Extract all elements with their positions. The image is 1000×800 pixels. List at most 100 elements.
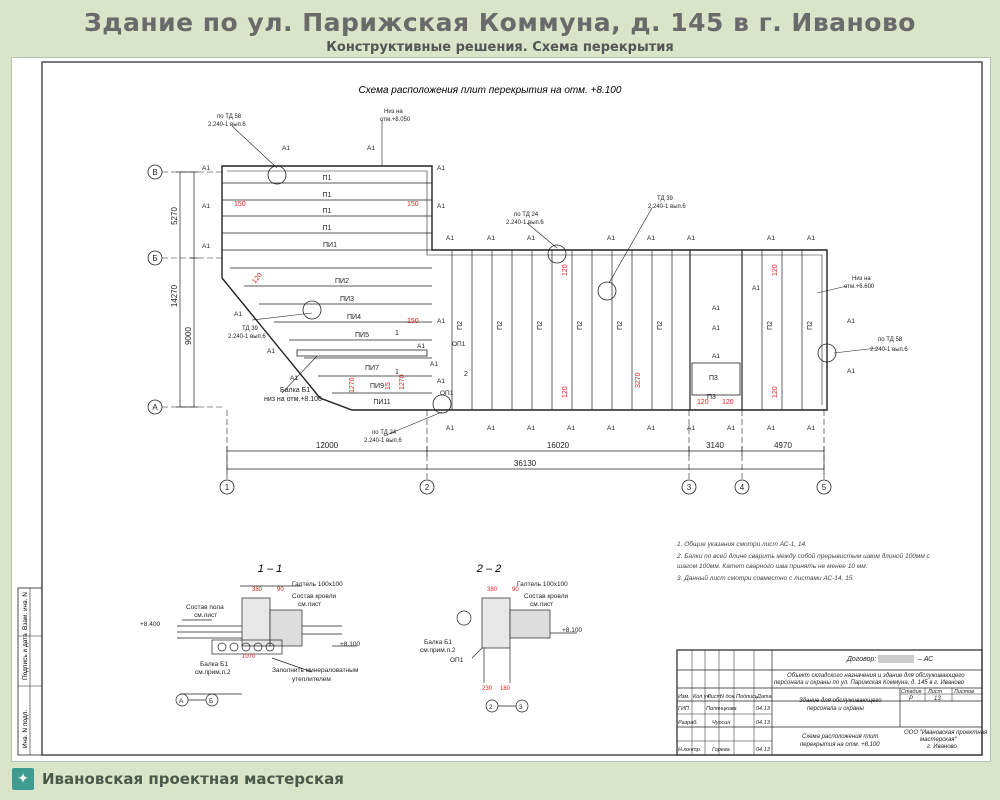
anchor-label: А1 xyxy=(446,425,454,432)
stamp-header: N док. xyxy=(720,694,736,700)
axis-label-2: 2 xyxy=(425,483,430,492)
ref-text: ТД 39 xyxy=(657,196,674,202)
side-label-sign: Подпись и дата xyxy=(22,633,29,680)
anchor-label: А1 xyxy=(687,425,695,432)
stamp-object: Объект складского назначения и здание дл… xyxy=(787,673,965,679)
axis-label-v: В xyxy=(152,168,157,177)
section1-roof2: см.лист xyxy=(298,601,321,608)
section1-axis-b: Б xyxy=(209,698,213,705)
anchor-label: А1 xyxy=(430,361,438,368)
section1-floor2: см.лист xyxy=(194,612,217,619)
anchor-label: А1 xyxy=(437,203,445,210)
section2-beam2: см.прим.п.2 xyxy=(420,647,456,654)
stamp-object2: персонала и охраны по ул. Парижская Комм… xyxy=(774,680,965,686)
anchor-label: А1 xyxy=(234,311,242,318)
ref-text: ТД 39 xyxy=(242,326,259,332)
anchor-label: А1 xyxy=(437,378,445,385)
section1-fill2: утеплителем xyxy=(292,676,331,683)
dim-4970: 4970 xyxy=(774,441,792,450)
section1-fill: Заполнить минераловатным xyxy=(272,667,359,674)
slab-label: ПИ2 xyxy=(335,278,349,285)
section2-roof: Состав кровли xyxy=(524,593,569,600)
slab-label: П1 xyxy=(323,175,332,182)
red-dim: 150 xyxy=(407,201,419,208)
opl-label: ОП1 xyxy=(452,341,466,348)
opl-label: ОП1 xyxy=(440,390,454,397)
note-1: 1. Общие указания смотри лист АС-1, 14. xyxy=(677,540,807,548)
stamp-building: Здание для обслуживающего xyxy=(799,698,882,704)
stamp-contract-suffix: – АС xyxy=(917,656,934,663)
company-logo-icon: ✦ xyxy=(12,768,34,790)
anchor-label: А1 xyxy=(687,235,695,242)
stamp-org2: мастерская" xyxy=(920,737,957,743)
slab-label: ПИ9 xyxy=(370,383,384,390)
stamp-header: Дата xyxy=(756,694,772,700)
side-label-inv: Инв. N подл. xyxy=(22,710,29,748)
stamp-org3: г. Иваново xyxy=(927,744,958,750)
section-2-2: 2 – 2 Галтель 100х100 Состав кровли см.л… xyxy=(420,563,582,713)
ref-text: 2.240-1 вып.6 xyxy=(506,220,544,226)
red-dim: 150 xyxy=(234,201,246,208)
note-2b: шагом 100мм. Катет сварного шва принять … xyxy=(677,563,868,570)
stamp-stage: Р xyxy=(909,696,913,702)
section2-opl: ОП1 xyxy=(450,657,464,664)
section2-dim: 180 xyxy=(500,686,511,692)
anchor-label: А1 xyxy=(647,425,655,432)
section2-beam: Балка Б1 xyxy=(424,639,452,646)
stamp-name: Полянцкова xyxy=(706,706,737,712)
anchor-label: А1 xyxy=(290,375,298,382)
slab-label: ПИ7 xyxy=(365,365,379,372)
section1-beam2: см.прим.п.2 xyxy=(195,669,231,676)
anchor-label: А1 xyxy=(527,235,535,242)
section1-level-top: +8.400 xyxy=(140,621,160,628)
section-mark: 1 xyxy=(395,369,399,376)
stamp-role: ГИП xyxy=(678,706,689,712)
anchor-label: А1 xyxy=(807,235,815,242)
red-dim: 120 xyxy=(772,264,779,276)
note-2: 2. Балки по всей длине сварить между соб… xyxy=(676,552,931,560)
sheet-frame xyxy=(41,61,983,756)
section2-axis-2: 2 xyxy=(489,704,493,711)
section2-galtel: Галтель 100х100 xyxy=(517,581,568,588)
stamp-building2: персонала и охраны xyxy=(807,706,864,712)
slab-label-p2: П2 xyxy=(577,321,584,330)
section1-level-bottom: +8.100 xyxy=(340,641,360,648)
anchor-label: А1 xyxy=(267,348,275,355)
anchor-label: А1 xyxy=(752,285,760,292)
ref-text: отм.+6.600 xyxy=(844,284,875,290)
ref-text: по ТД 24 xyxy=(372,430,397,436)
slab-label: ПИ3 xyxy=(340,296,354,303)
anchor-label: А1 xyxy=(607,235,615,242)
stamp-role: Н.контр. xyxy=(678,747,701,753)
ref-text: 2.240-1 вып.6 xyxy=(648,204,686,210)
slab-label-p3: П3 xyxy=(707,394,716,401)
anchor-label: А1 xyxy=(767,235,775,242)
red-dim: 3270 xyxy=(635,372,642,388)
section1-floor: Состав пола xyxy=(186,604,224,611)
stamp-header: Изм. xyxy=(678,694,690,700)
axis-label-b: Б xyxy=(152,254,157,263)
stamp-contract: Договор: xyxy=(846,656,876,663)
anchor-label: А1 xyxy=(202,203,210,210)
slab-label-p2: П2 xyxy=(457,321,464,330)
section2-title: 2 – 2 xyxy=(476,563,501,575)
anchor-label: А1 xyxy=(727,425,735,432)
section1-title: 1 – 1 xyxy=(258,563,282,575)
stamp-org: ООО "Ивановская проектная xyxy=(904,730,988,736)
dim-16020: 16020 xyxy=(547,441,570,450)
stamp-role: Разраб. xyxy=(678,720,698,726)
slab-label-p2: П2 xyxy=(807,321,814,330)
anchor-label: А1 xyxy=(446,235,454,242)
stamp-sheet-title2: перекрытия на отм. +8.100 xyxy=(800,742,880,748)
axis-label-5: 5 xyxy=(822,483,827,492)
section1-dim: 90 xyxy=(277,587,284,593)
stamp-contract-blurred xyxy=(878,655,914,663)
ref-text: по ТД 58 xyxy=(878,337,903,343)
axis-label-a: А xyxy=(152,403,158,412)
dim-3140: 3140 xyxy=(706,441,724,450)
slab-label-p2: П2 xyxy=(497,321,504,330)
stamp-header: Кол.уч xyxy=(693,694,710,700)
anchor-label: А1 xyxy=(202,243,210,250)
floor-plan xyxy=(147,120,878,495)
dim-12000: 12000 xyxy=(316,441,339,450)
